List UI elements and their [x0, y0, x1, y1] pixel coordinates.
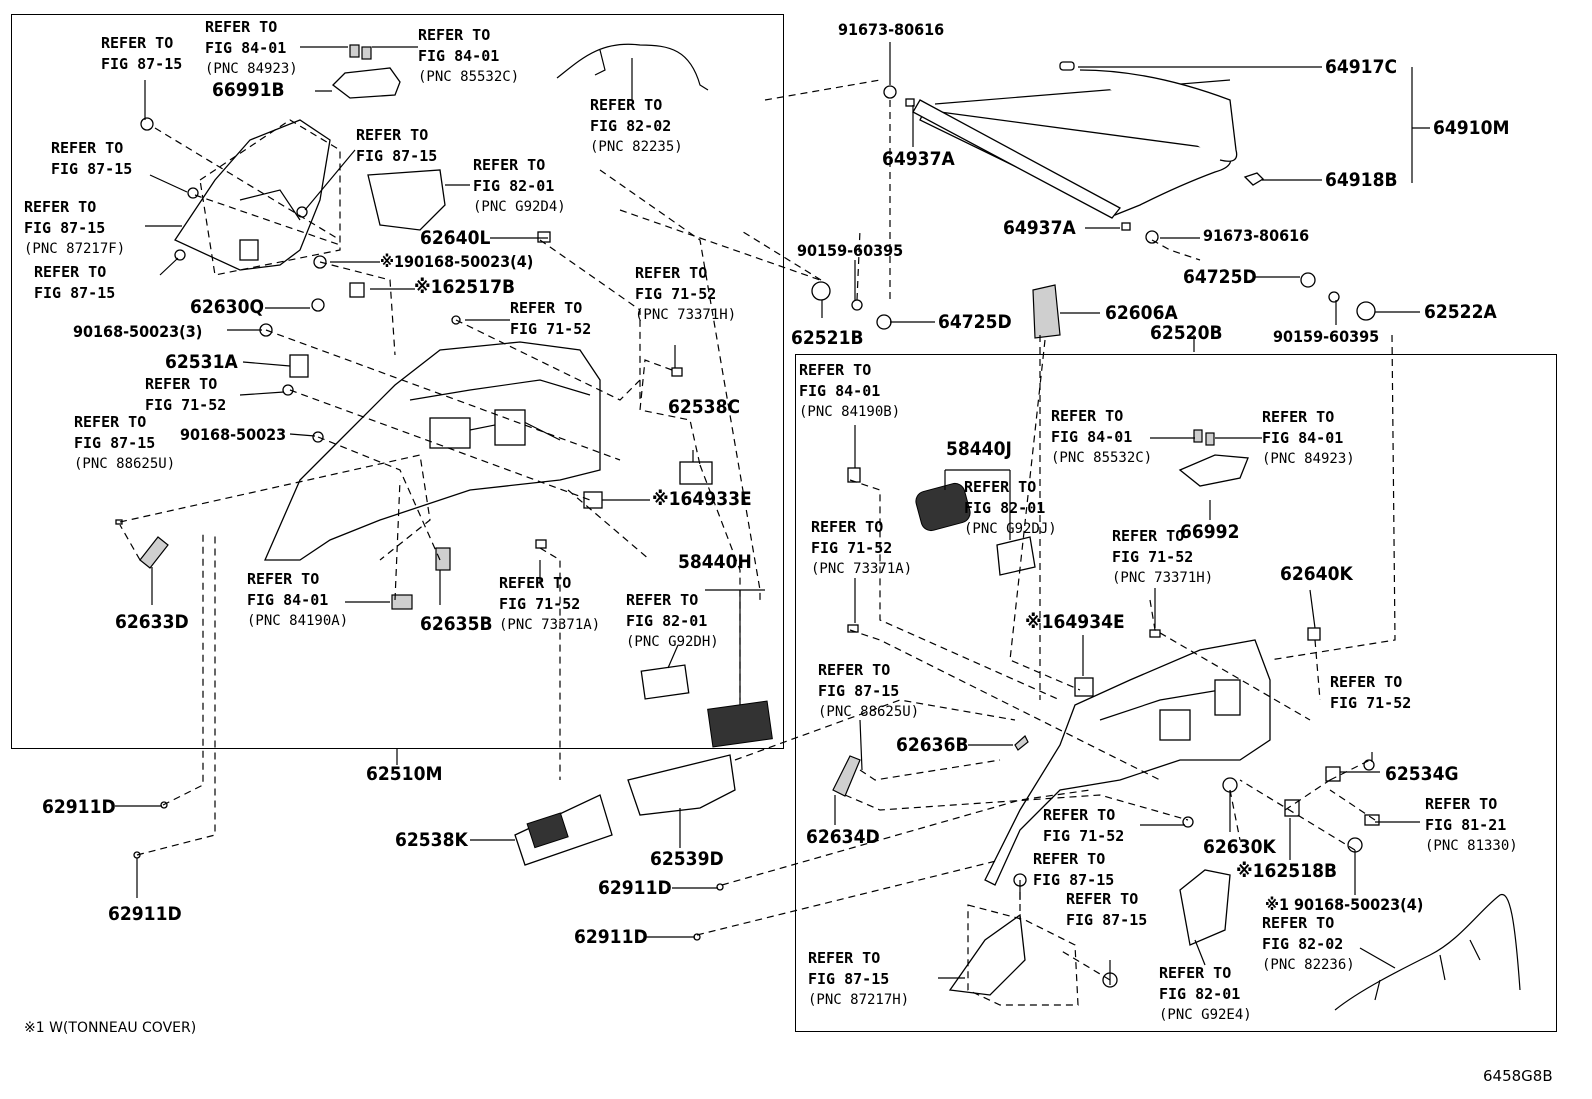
part-label: 62640K — [1280, 563, 1353, 585]
part-label: 58440J — [946, 438, 1012, 460]
part-label: 62534G — [1385, 763, 1459, 785]
part-label: 62520B — [1150, 322, 1223, 344]
part-label: 62634D — [806, 826, 880, 848]
trim-panel-62510m — [264, 341, 601, 561]
part-label: 62633D — [115, 611, 189, 633]
part-label: ※162517B — [414, 276, 516, 298]
pillar-trim-drawing — [174, 119, 331, 271]
part-label: 64725D — [1183, 266, 1257, 288]
part-label: 62538K — [395, 829, 468, 851]
lamp-62538c — [679, 461, 713, 485]
part-label: 62510M — [366, 763, 443, 785]
part-label: 62911D — [574, 926, 648, 948]
switch-66992 — [1178, 454, 1249, 487]
part-label: 62538C — [668, 396, 741, 418]
part-label: ※162518B — [1236, 860, 1338, 882]
right-group-box — [795, 354, 1557, 1032]
diagram-code: 6458G8B — [1483, 1067, 1553, 1085]
trim-panel-62520b — [984, 639, 1271, 886]
part-label: ※190168-50023(4) — [380, 252, 534, 271]
part-label: ※164933E — [652, 488, 752, 510]
part-label: 64937A — [882, 148, 955, 170]
tray-62539d — [627, 754, 736, 816]
part-label: 62606A — [1105, 302, 1178, 324]
part-label: 90159-60395 — [1273, 327, 1380, 346]
part-label: 62640L — [420, 227, 491, 249]
part-label: 91673-80616 — [1203, 226, 1310, 245]
clip-64937a-a — [905, 98, 915, 107]
part-label: 64918B — [1325, 169, 1398, 191]
lamp-cover-g92e4 — [1179, 869, 1231, 946]
part-label: 62635B — [420, 613, 493, 635]
grille-58440j — [915, 482, 971, 532]
part-label: 62522A — [1424, 301, 1497, 323]
part-label: 64917C — [1325, 56, 1398, 78]
part-label: 64910M — [1433, 117, 1510, 139]
part-label: 62911D — [108, 903, 182, 925]
part-62606a-drawing — [1032, 284, 1061, 339]
part-label: 62911D — [42, 796, 116, 818]
part-label: 62636B — [896, 734, 969, 756]
part-label: 62539D — [650, 848, 724, 870]
part-label: 66991B — [212, 79, 285, 101]
part-label: 62531A — [165, 351, 238, 373]
part-label: 66992 — [1180, 521, 1240, 543]
footnote: ※1 W(TONNEAU COVER) — [24, 1020, 197, 1036]
part-label: 91673-80616 — [838, 20, 945, 39]
part-label: 62630Q — [190, 296, 264, 318]
bracket-87217h — [948, 913, 1026, 996]
part-label: ※164934E — [1025, 611, 1125, 633]
part-label: 58440H — [678, 551, 752, 573]
part-label: 62521B — [791, 327, 864, 349]
part-label: 90159-60395 — [797, 241, 904, 260]
part-label: 90168-50023(3) — [73, 322, 203, 341]
part-label: 64725D — [938, 311, 1012, 333]
part-label: 62630K — [1203, 836, 1276, 858]
part-label: 64937A — [1003, 217, 1076, 239]
clip-91673-a — [883, 85, 897, 99]
speaker-grille-58440h — [707, 700, 773, 748]
tonneau-cover-drawing — [912, 61, 1265, 219]
part-label: 90168-50023 — [180, 425, 287, 444]
part-label: 62911D — [598, 877, 672, 899]
part-label: ※1 90168-50023(4) — [1265, 895, 1424, 914]
